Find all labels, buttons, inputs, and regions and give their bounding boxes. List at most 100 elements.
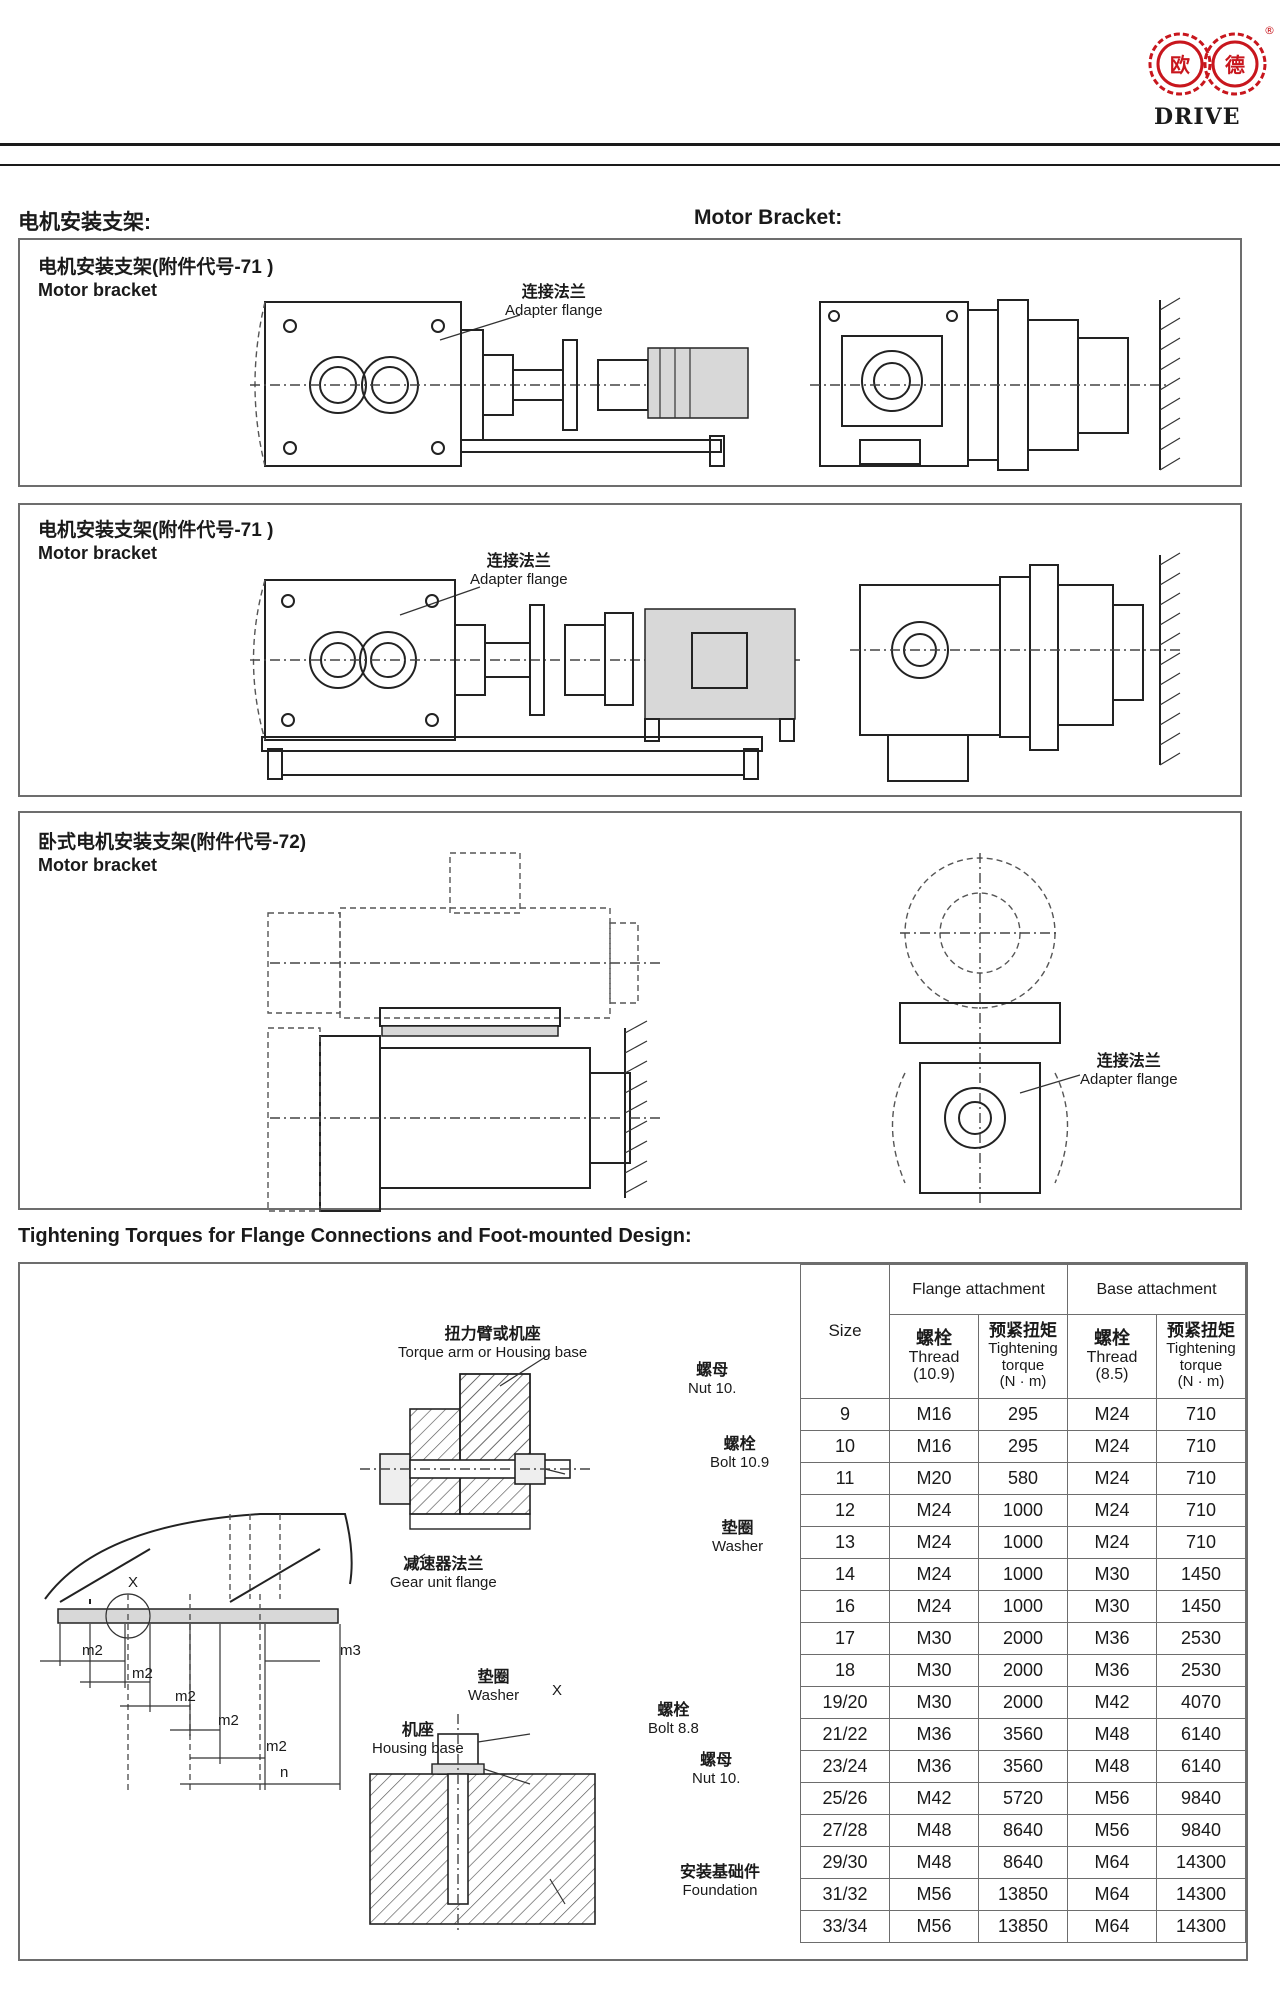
washer2-label: 垫圈 Washer	[468, 1669, 520, 1705]
table-cell: M56	[889, 1910, 979, 1943]
col-base-thread: 螺栓 Thread (8.5)	[1067, 1314, 1157, 1399]
table-cell: 2000	[978, 1686, 1068, 1719]
table-cell: 12	[800, 1494, 890, 1527]
header-rule	[0, 143, 1280, 146]
torque-panel: X m2 m2 m2 m2 m2 n m3 扭力臂或机座 To	[18, 1262, 1248, 1961]
registered-mark: ®	[1264, 24, 1275, 37]
table-cell: M64	[1067, 1846, 1157, 1879]
dim-m2-2: m2	[132, 1665, 153, 1682]
adapter-flange-callout: 连接法兰 Adapter flange	[1080, 1053, 1178, 1089]
bolt-label: 螺栓 Bolt 10.9	[710, 1436, 770, 1472]
table-cell: M36	[889, 1750, 979, 1783]
table-cell: 3560	[978, 1750, 1068, 1783]
panel-title-en: Motor bracket	[38, 280, 158, 300]
table-cell: M36	[889, 1718, 979, 1751]
table-cell: 1450	[1156, 1590, 1246, 1623]
table-cell: 27/28	[800, 1814, 890, 1847]
foundation-label: 安装基础件 Foundation	[680, 1864, 761, 1900]
table-cell: M24	[1067, 1526, 1157, 1559]
torque-title-en: Tightening Torques for Flange Connection…	[18, 1225, 692, 1247]
table-cell: M30	[1067, 1590, 1157, 1623]
table-cell: M30	[889, 1654, 979, 1687]
adapter-flange-callout: 连接法兰 Adapter flange	[505, 284, 603, 320]
torque-section-title: Tightening Torques for Flange Connection…	[18, 1225, 692, 1248]
table-cell: M56	[1067, 1814, 1157, 1847]
table-cell: 33/34	[800, 1910, 890, 1943]
panel-motor-bracket-71-a: 电机安装支架(附件代号-71 ) Motor bracket 连接法兰 Adap…	[18, 238, 1242, 487]
table-cell: 3560	[978, 1718, 1068, 1751]
table-cell: 17	[800, 1622, 890, 1655]
nut2-label: 螺母 Nut 10.	[692, 1752, 741, 1788]
panel-motor-bracket-71-b: 电机安装支架(附件代号-71 ) Motor bracket 连接法兰 Adap…	[18, 503, 1242, 797]
table-cell: 9840	[1156, 1814, 1246, 1847]
table-cell: M24	[889, 1558, 979, 1591]
panel-title-cn: 电机安装支架(附件代号-71 )	[38, 257, 274, 278]
header-rule-thin	[0, 164, 1280, 166]
table-cell: M36	[1067, 1654, 1157, 1687]
torque-arm-label: 扭力臂或机座 Torque arm or Housing base	[398, 1326, 588, 1362]
table-cell: 9	[800, 1398, 890, 1431]
dim-m2-5: m2	[266, 1738, 287, 1755]
table-cell: 25/26	[800, 1782, 890, 1815]
dim-m3: m3	[340, 1642, 361, 1659]
torque-table: Size Flange attachment Base attachment 螺…	[800, 1264, 1246, 1943]
table-cell: M56	[1067, 1782, 1157, 1815]
table-cell: M56	[889, 1878, 979, 1911]
table-cell: M64	[1067, 1910, 1157, 1943]
table-cell: 18	[800, 1654, 890, 1687]
table-cell: 14300	[1156, 1878, 1246, 1911]
table-cell: M48	[889, 1814, 979, 1847]
table-cell: M48	[1067, 1750, 1157, 1783]
table-cell: 710	[1156, 1430, 1246, 1463]
panel-title-cn: 卧式电机安装支架(附件代号-72)	[38, 832, 307, 853]
motor-bracket-title-en: Motor Bracket:	[694, 206, 843, 229]
table-cell: M36	[1067, 1622, 1157, 1655]
table-cell: M24	[1067, 1398, 1157, 1431]
table-cell: 10	[800, 1430, 890, 1463]
table-cell: M48	[889, 1846, 979, 1879]
nut-label: 螺母 Nut 10.	[688, 1362, 737, 1398]
panel-title-cn: 电机安装支架(附件代号-71 )	[38, 520, 274, 541]
table-cell: 13850	[978, 1910, 1068, 1943]
table-cell: 14	[800, 1558, 890, 1591]
horizontal-bracket-drawing	[267, 852, 1081, 1212]
table-cell: 13	[800, 1526, 890, 1559]
table-cell: M24	[889, 1590, 979, 1623]
table-cell: M48	[1067, 1718, 1157, 1751]
motor-bracket-drawing-1	[250, 297, 1181, 471]
brand-name: DRIVE	[1154, 104, 1241, 130]
table-cell: M30	[889, 1622, 979, 1655]
table-cell: M30	[1067, 1558, 1157, 1591]
table-cell: 16	[800, 1590, 890, 1623]
table-cell: 1000	[978, 1558, 1068, 1591]
motor-bracket-drawing-2	[250, 552, 1181, 782]
table-cell: 23/24	[800, 1750, 890, 1783]
x-mark-2: X	[552, 1682, 563, 1699]
table-cell: 9840	[1156, 1782, 1246, 1815]
dim-n: n	[280, 1764, 289, 1781]
table-cell: 2530	[1156, 1654, 1246, 1687]
table-cell: 14300	[1156, 1910, 1246, 1943]
panel-horizontal-motor-bracket-72: 卧式电机安装支架(附件代号-72) Motor bracket 连接法兰 Ada…	[18, 811, 1242, 1212]
table-cell: 31/32	[800, 1878, 890, 1911]
adapter-flange-callout: 连接法兰 Adapter flange	[470, 553, 568, 589]
table-cell: 710	[1156, 1494, 1246, 1527]
col-flange-torque: 预紧扭矩 Tightening torque (N · m)	[978, 1314, 1068, 1399]
col-size: Size	[800, 1264, 890, 1399]
dim-m2-1: m2	[82, 1642, 103, 1659]
table-cell: M24	[1067, 1494, 1157, 1527]
gear-logo-icon: 欧 德 ®	[1148, 24, 1275, 96]
